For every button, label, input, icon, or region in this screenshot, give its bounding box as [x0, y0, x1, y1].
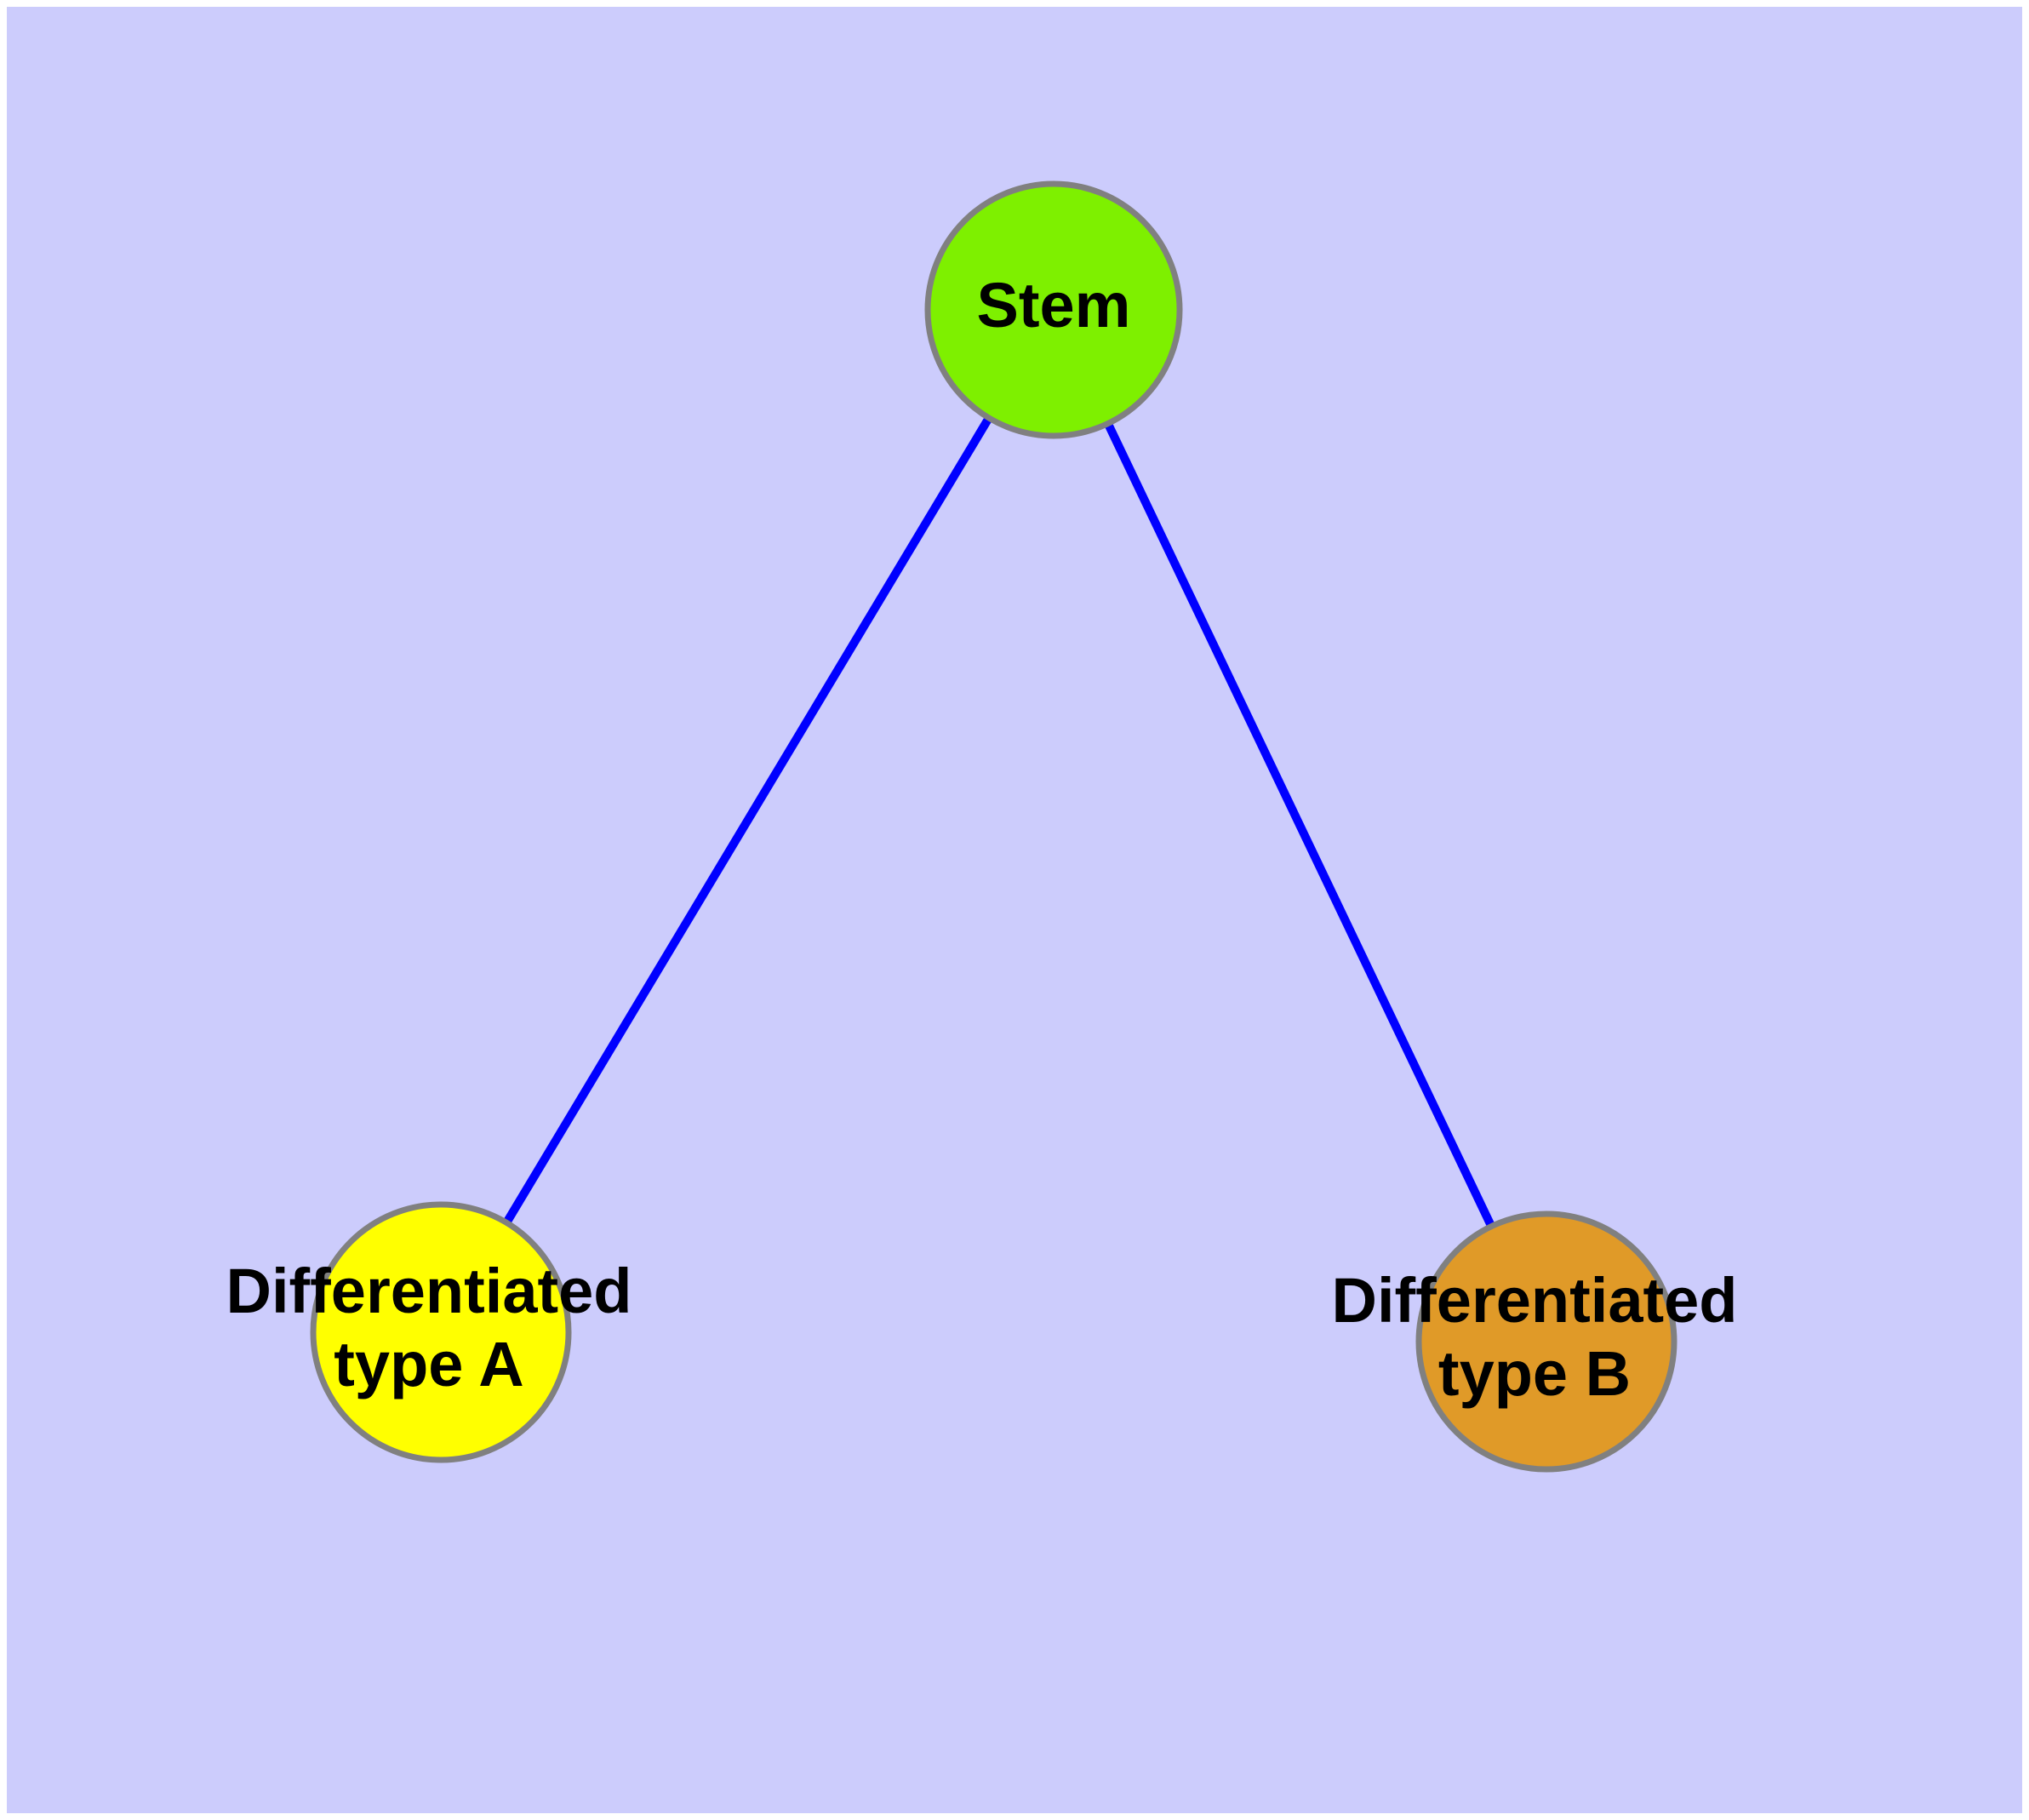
- graph-node-diff_a[interactable]: [310, 1201, 572, 1463]
- graph-edge-stem-to-a: [437, 307, 1058, 1335]
- edges-layer: [437, 307, 1551, 1344]
- graph-node-label-line: Differentiated: [226, 1256, 632, 1326]
- graph-node-label-stem: Stem: [977, 270, 1131, 341]
- graph-node-label-line: Differentiated: [1332, 1265, 1738, 1336]
- graph-node-diff_b[interactable]: [1415, 1210, 1677, 1473]
- graph-node-stem[interactable]: [924, 180, 1183, 439]
- graph-node-label-line: type A: [334, 1329, 523, 1399]
- graph-node-label-line: Stem: [977, 270, 1131, 341]
- graph-edge-stem-to-b: [1049, 307, 1551, 1344]
- nodes-layer: [310, 180, 1677, 1473]
- graph-node-label-line: type B: [1438, 1338, 1631, 1409]
